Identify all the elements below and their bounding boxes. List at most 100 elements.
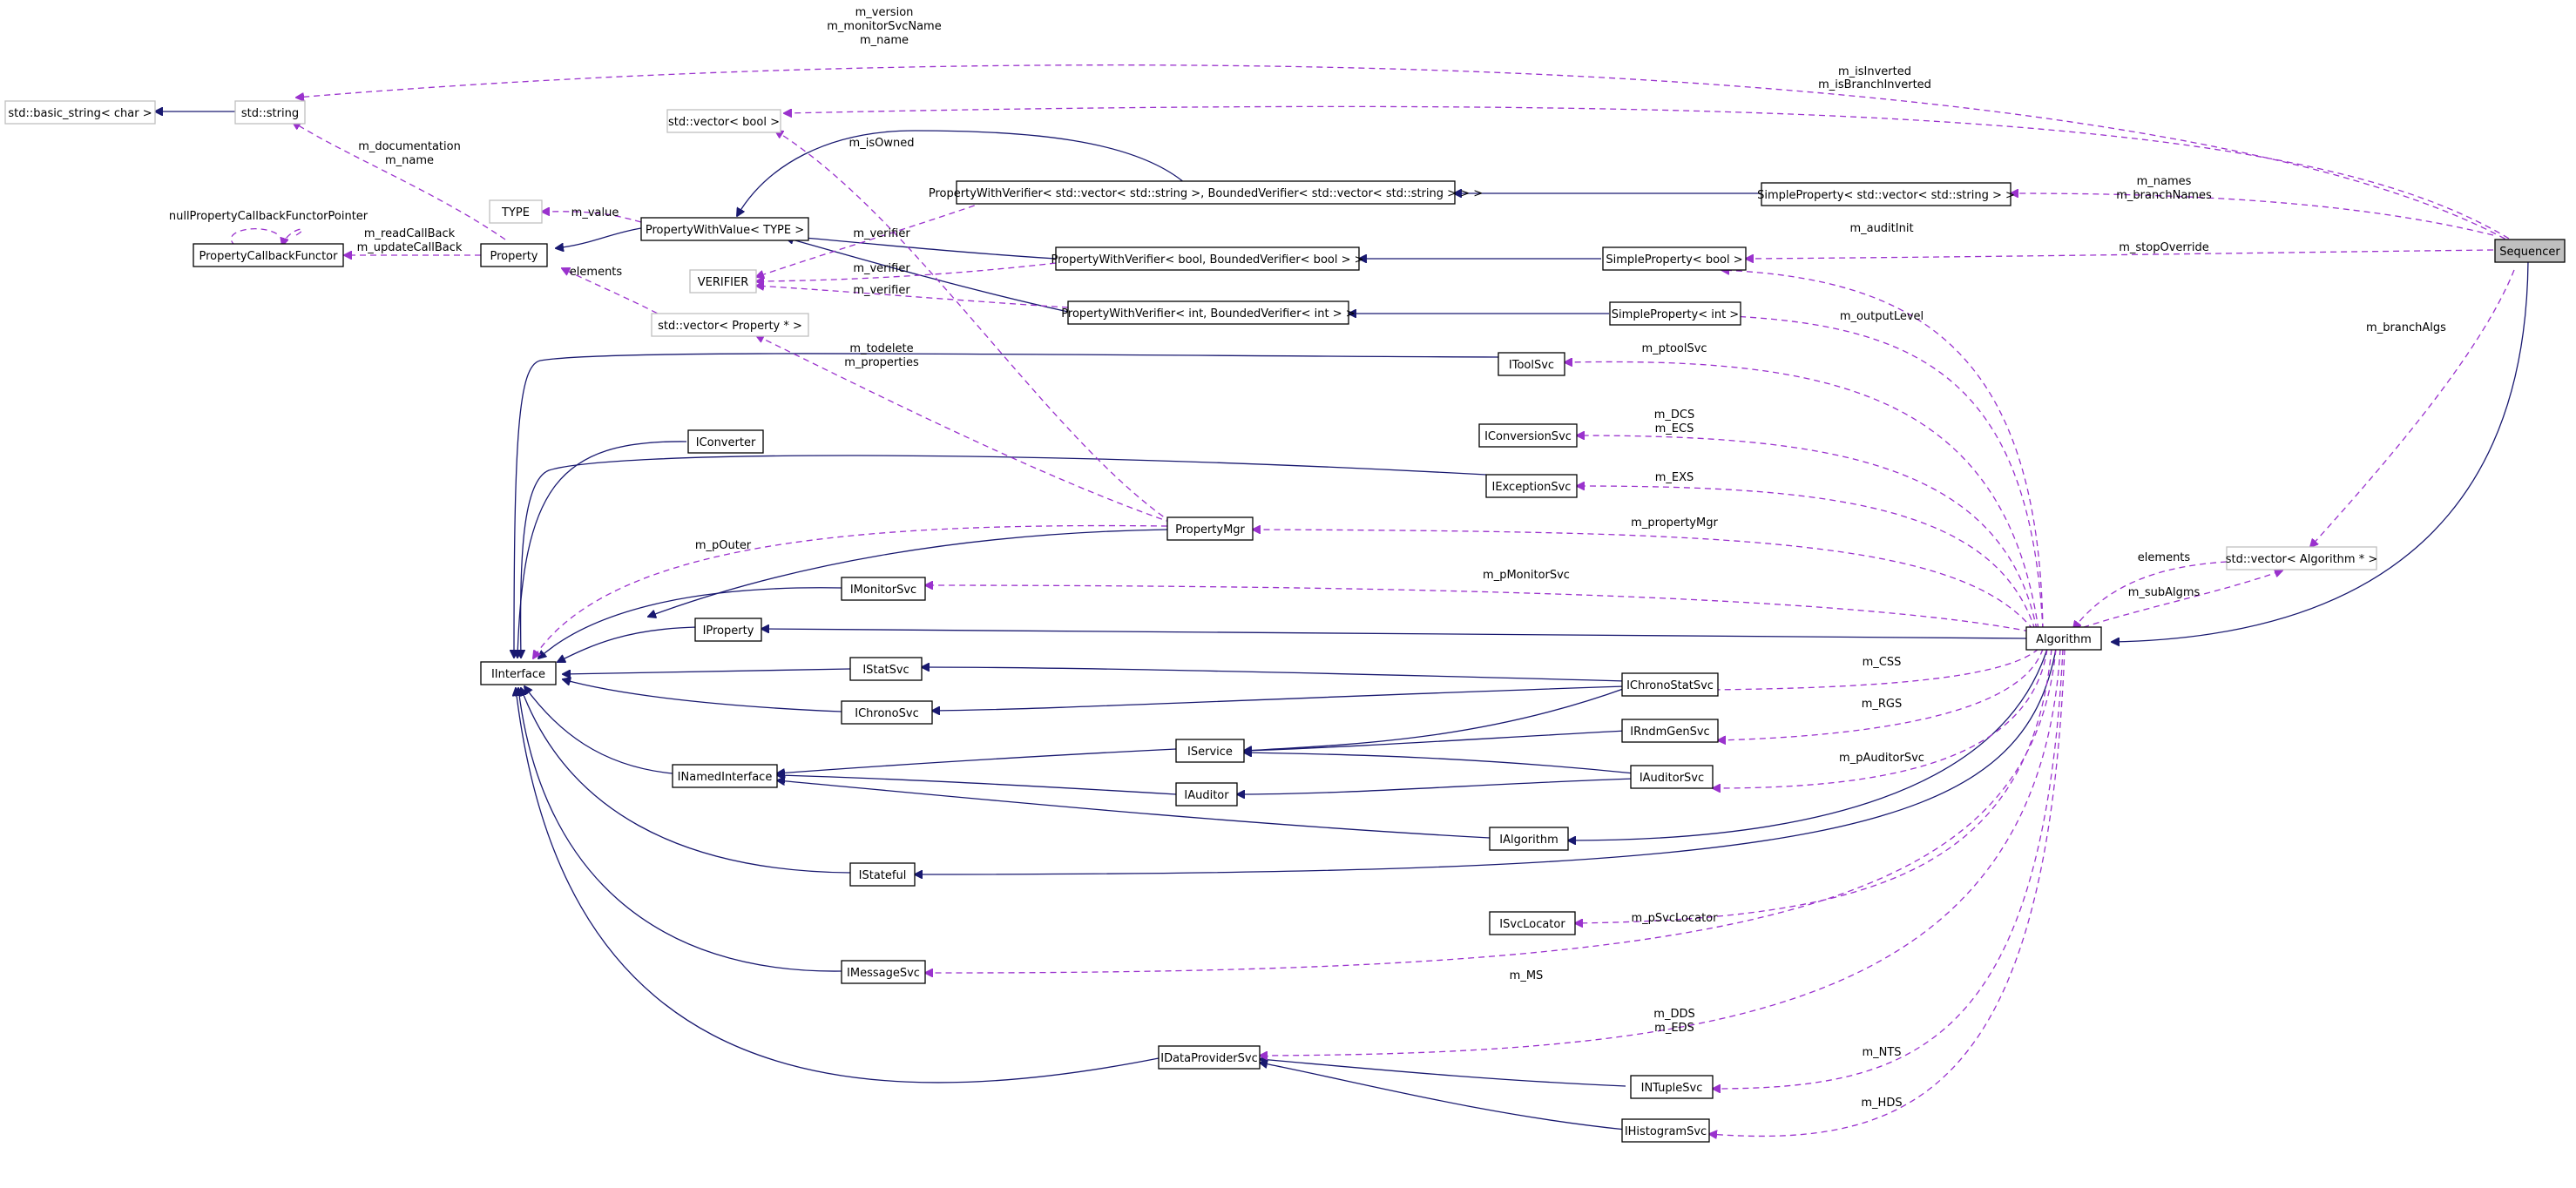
edge-inherit-alg-seq: [2112, 260, 2529, 642]
node-label: IChronoSvc: [855, 707, 918, 720]
edge-label-m-isbranchinverted: m_isBranchInverted: [1818, 78, 1931, 91]
node-simpleproperty-vecstring[interactable]: SimpleProperty< std::vector< std::string…: [1757, 182, 2015, 206]
node-verifier[interactable]: VERIFIER: [689, 269, 757, 294]
edge-use-string-sequencer: [296, 64, 2515, 245]
node-iconverter[interactable]: IConverter: [687, 429, 764, 454]
edge-inherit-named-ii: [524, 686, 673, 774]
node-label: IHistogramSvc: [1625, 1125, 1707, 1138]
node-iinterface[interactable]: IInterface: [480, 661, 557, 685]
node-propertymgr[interactable]: PropertyMgr: [1166, 516, 1254, 541]
node-std-vector-property[interactable]: std::vector< Property * >: [651, 313, 809, 337]
edge-inherit-cs-service: [1244, 687, 1626, 751]
node-imonitorsvc[interactable]: IMonitorSvc: [841, 577, 926, 601]
node-pwv-vecstring[interactable]: PropertyWithVerifier< std::vector< std::…: [929, 180, 1483, 205]
node-std-vector-bool[interactable]: std::vector< bool >: [666, 109, 781, 133]
edge-use-vecbool-propertymgr: [775, 131, 1173, 523]
edge-label-m-monitorsvcname: m_monitorSvcName: [827, 20, 941, 33]
node-iauditor[interactable]: IAuditor: [1175, 782, 1238, 807]
node-label: INTupleSvc: [1641, 1082, 1703, 1095]
node-label: IAuditor: [1184, 789, 1229, 802]
edge-inherit-cs-stat: [922, 667, 1626, 682]
node-simpleproperty-bool[interactable]: SimpleProperty< bool >: [1602, 246, 1747, 271]
edge-label-elements: elements: [570, 266, 623, 279]
edge-use-verifier-pwvi: [756, 286, 1069, 308]
node-iexceptionsvc[interactable]: IExceptionSvc: [1485, 474, 1578, 498]
node-label: Property: [490, 250, 538, 263]
node-std-string[interactable]: std::string: [234, 100, 306, 125]
node-property-callback-functor[interactable]: PropertyCallbackFunctor: [193, 243, 344, 267]
node-idataprovidersvc[interactable]: IDataProviderSvc: [1158, 1045, 1261, 1070]
node-ialgorithm[interactable]: IAlgorithm: [1489, 827, 1569, 851]
node-label: IAlgorithm: [1499, 834, 1558, 847]
edge-label-m-ecs: m_ECS: [1655, 422, 1694, 435]
node-label: Algorithm: [2036, 633, 2092, 646]
node-pwv-bool[interactable]: PropertyWithVerifier< bool, BoundedVerif…: [1051, 246, 1364, 271]
edge-label-m-readcallback: m_readCallBack: [364, 227, 456, 240]
node-intuplesvc[interactable]: INTupleSvc: [1630, 1075, 1714, 1099]
edge-use-pcf-self: [230, 228, 303, 246]
edge-label-m-branchnames: m_branchNames: [2116, 189, 2212, 202]
edge-label-m-isowned: m_isOwned: [849, 137, 915, 150]
node-label: PropertyWithVerifier< bool, BoundedVerif…: [1051, 253, 1363, 267]
node-imessagesvc[interactable]: IMessageSvc: [841, 960, 926, 984]
edge-label-m-propertymgr: m_propertyMgr: [1631, 516, 1718, 530]
node-ihistogramsvc[interactable]: IHistogramSvc: [1621, 1118, 1710, 1143]
node-iauditorsvc[interactable]: IAuditorSvc: [1630, 765, 1714, 789]
edge-label-m-branchalgs: m_branchAlgs: [2366, 321, 2446, 334]
edge-use-alg-aud: [1713, 648, 2048, 788]
edge-inherit-hs-dp: [1260, 1063, 1626, 1131]
node-iservice[interactable]: IService: [1175, 739, 1245, 763]
edge-use-alg-nt: [1713, 648, 2064, 1089]
edge-label-m-verifier-2: m_verifier: [853, 262, 910, 275]
edge-use-verifier-pwvs: [756, 201, 985, 277]
node-inamedinterface[interactable]: INamedInterface: [672, 764, 778, 788]
node-std-basic-string[interactable]: std::basic_string< char >: [4, 100, 156, 125]
node-label: IRndmGenSvc: [1630, 726, 1709, 739]
node-algorithm[interactable]: Algorithm: [2025, 626, 2102, 651]
node-itoolsvc[interactable]: IToolSvc: [1498, 352, 1565, 376]
node-label: PropertyMgr: [1175, 523, 1245, 537]
edge-label-m-stopoverride: m_stopOverride: [2119, 241, 2209, 254]
edge-use-alg-cs: [1709, 648, 2039, 690]
node-label: SimpleProperty< std::vector< std::string…: [1757, 189, 2015, 202]
node-iconversionsvc[interactable]: IConversionSvc: [1478, 423, 1578, 448]
edge-label-m-psvclocator: m_pSvcLocator: [1632, 912, 1719, 925]
node-isvclocator[interactable]: ISvcLocator: [1489, 911, 1576, 935]
node-std-vector-algorithm[interactable]: std::vector< Algorithm * >: [2226, 546, 2377, 570]
edge-use-alg-sl: [1575, 648, 2052, 923]
node-property-with-value[interactable]: PropertyWithValue< TYPE >: [640, 217, 809, 241]
node-label: SimpleProperty< bool >: [1606, 253, 1742, 267]
edge-use-type-pwv: [542, 212, 642, 223]
node-pwv-int[interactable]: PropertyWithVerifier< int, BoundedVerifi…: [1061, 300, 1356, 325]
node-label: PropertyWithVerifier< int, BoundedVerifi…: [1061, 307, 1355, 321]
edge-use-alg-conv: [1577, 435, 2038, 631]
node-type[interactable]: TYPE: [489, 199, 543, 224]
node-label: std::basic_string< char >: [8, 107, 152, 120]
edge-inherit-mon-ii: [538, 587, 842, 658]
node-irndmgensvc[interactable]: IRndmGenSvc: [1621, 719, 1719, 743]
edge-use-alg-exc: [1577, 486, 2036, 631]
node-label: IInterface: [491, 668, 545, 681]
edge-label-m-todelete: m_todelete: [849, 342, 913, 355]
node-label: Sequencer: [2499, 246, 2560, 259]
node-label: IConversionSvc: [1484, 430, 1572, 443]
node-label: IAuditorSvc: [1640, 772, 1704, 785]
node-sequencer[interactable]: Sequencer: [2494, 239, 2566, 263]
node-istatsvc[interactable]: IStatSvc: [849, 657, 923, 681]
node-label: IService: [1187, 746, 1233, 759]
node-label: IDataProviderSvc: [1160, 1052, 1258, 1065]
edge-label-m-outputlevel: m_outputLevel: [1840, 310, 1924, 323]
node-ichronosvc[interactable]: IChronoSvc: [841, 700, 933, 725]
node-property[interactable]: Property: [480, 243, 548, 267]
node-iproperty[interactable]: IProperty: [694, 618, 762, 642]
edge-use-ii-pm: [533, 524, 1168, 658]
node-label: PropertyWithVerifier< std::vector< std::…: [929, 187, 1483, 200]
edge-use-string-property: [293, 122, 506, 240]
node-label: PropertyWithValue< TYPE >: [646, 224, 804, 237]
node-istateful[interactable]: IStateful: [849, 862, 916, 887]
node-simpleproperty-int[interactable]: SimpleProperty< int >: [1609, 301, 1741, 326]
edge-inherit-tool-ii: [514, 353, 1499, 658]
edge-label-m-names: m_names: [2137, 175, 2192, 188]
node-ichronostatsvc[interactable]: IChronoStatSvc: [1621, 672, 1719, 697]
node-label: TYPE: [501, 206, 530, 219]
